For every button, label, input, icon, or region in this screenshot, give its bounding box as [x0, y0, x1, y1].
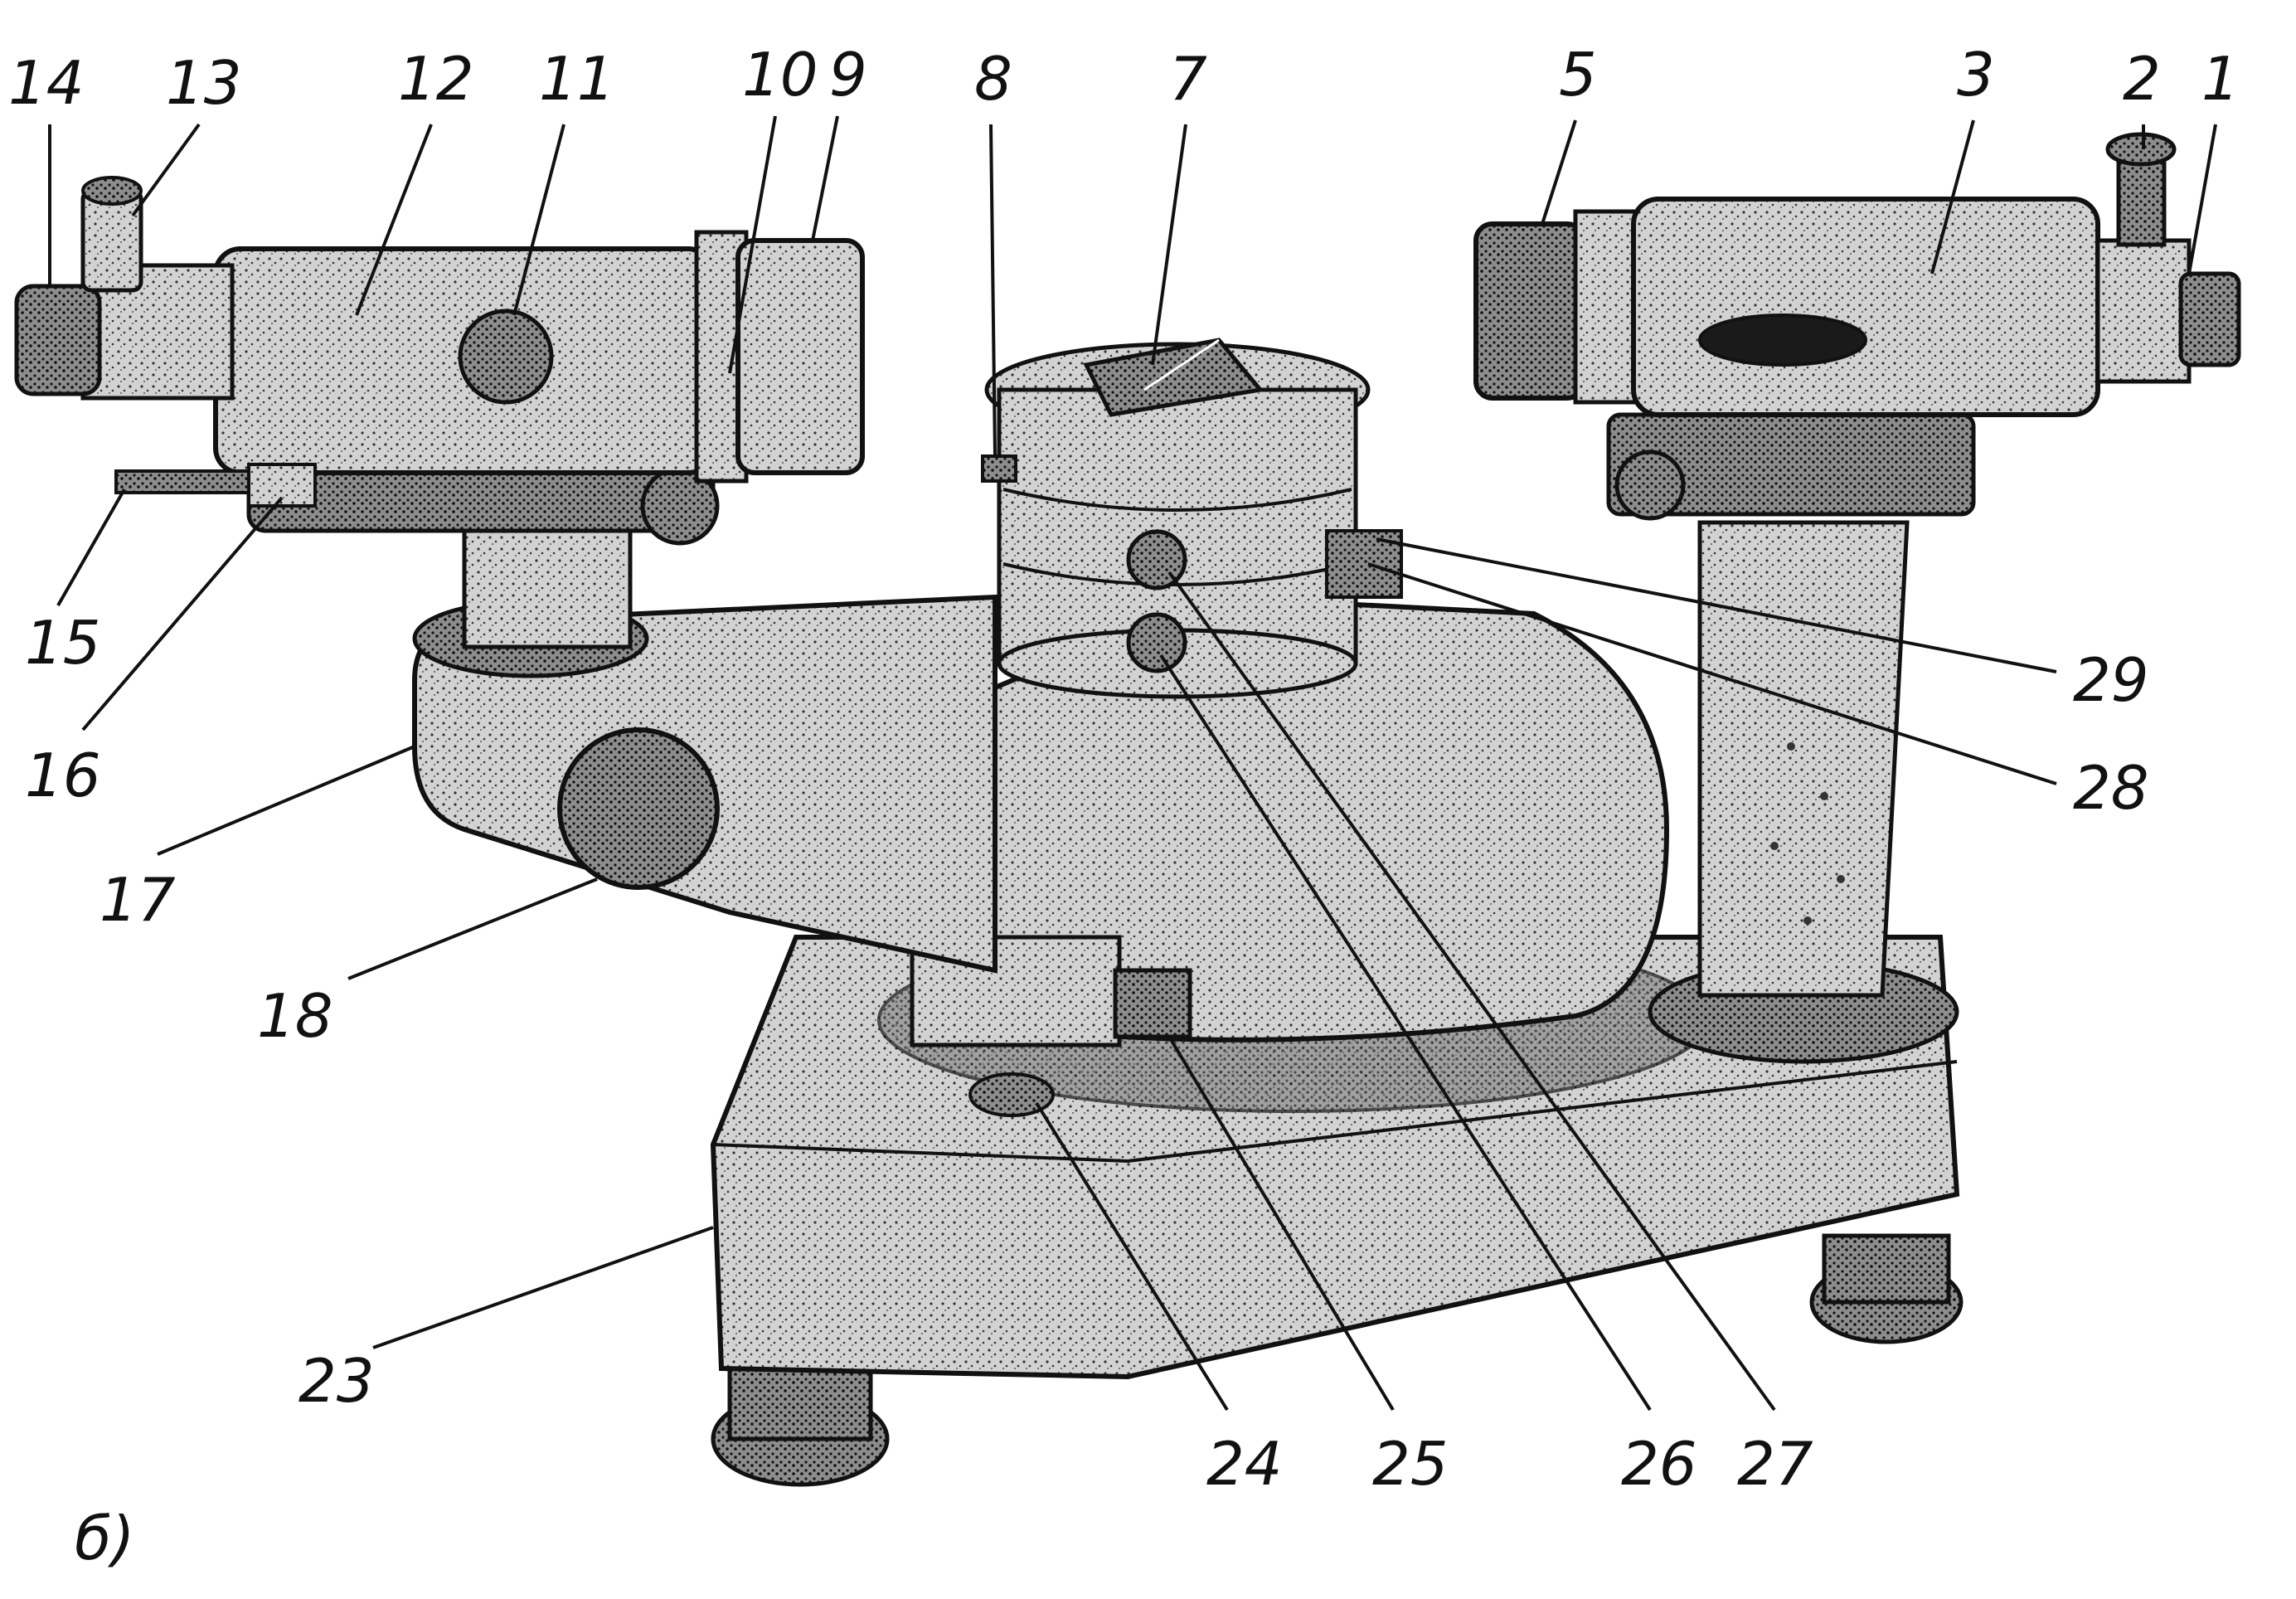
callout-29: 29: [2073, 645, 2149, 715]
callout-13: 13: [166, 48, 242, 118]
collimator-tube: [1473, 132, 2241, 417]
callout-10: 10: [742, 40, 818, 109]
leader-lines: [48, 115, 2217, 1412]
callout-17: 17: [100, 865, 176, 935]
callout-15: 15: [25, 608, 101, 678]
central-housing: [910, 338, 1670, 1117]
callout-8: 8: [974, 44, 1012, 114]
callout-1: 1: [2201, 44, 2240, 114]
telescope-arm: [412, 528, 998, 974]
callout-11: 11: [539, 44, 615, 114]
callout-12: 12: [398, 44, 474, 114]
circle-housing: [951, 594, 1670, 1043]
callout-9: 9: [829, 40, 867, 109]
callout-16: 16: [25, 741, 101, 810]
callout-18: 18: [257, 981, 333, 1051]
panel-label: б): [75, 1504, 135, 1573]
callout-27: 27: [1737, 1429, 1813, 1499]
telescope-tube: [14, 176, 865, 546]
callout-3: 3: [1957, 40, 1995, 109]
arm-knob: [557, 727, 720, 890]
callout-23: 23: [299, 1346, 375, 1416]
callout-28: 28: [2073, 753, 2149, 823]
callout-24: 24: [1206, 1429, 1283, 1499]
callout-14: 14: [8, 48, 85, 118]
callout-2: 2: [2123, 44, 2161, 114]
callout-5: 5: [1559, 40, 1597, 109]
callout-25: 25: [1372, 1429, 1449, 1499]
right-pillar: [1480, 412, 1976, 1064]
callout-7: 7: [1169, 44, 1207, 114]
callout-labels: 1 2 3 5 7 8 9 10 11 12 13 14 15 16 17 18…: [8, 40, 2240, 1573]
callout-26: 26: [1621, 1429, 1697, 1499]
